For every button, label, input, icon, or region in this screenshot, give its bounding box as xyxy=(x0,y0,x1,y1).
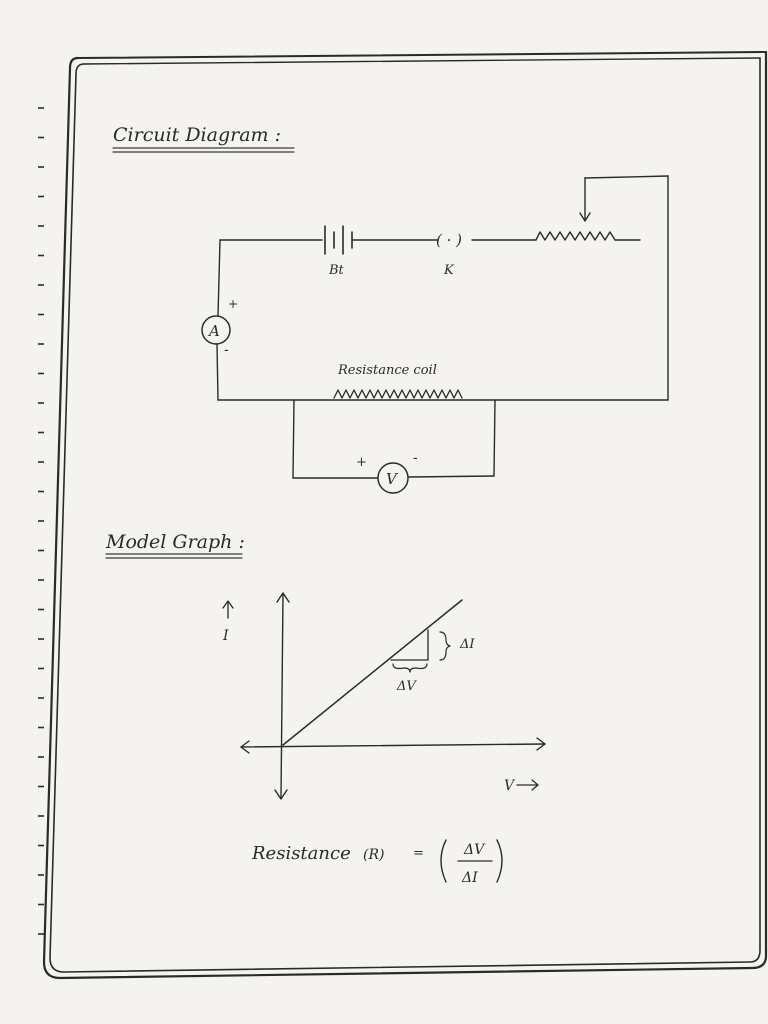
circuit-heading: Circuit Diagram : xyxy=(113,124,281,146)
voltmeter-minus: - xyxy=(413,450,418,466)
delta-v-label: ΔV xyxy=(396,679,417,694)
iv-graph: I V ΔI ΔV xyxy=(222,592,546,800)
voltmeter: V + - xyxy=(356,450,418,494)
resistance-formula: Resistance (R) = ΔV ΔI xyxy=(251,839,503,886)
circuit-diagram: Bt ( · ) K A + - Resistance coil xyxy=(201,175,669,494)
coil-label: Resistance coil xyxy=(337,363,437,378)
graph-heading: Model Graph : xyxy=(105,531,245,553)
ammeter-minus: - xyxy=(224,342,229,358)
x-axis-label-group: V xyxy=(504,778,539,794)
resistance-coil xyxy=(333,389,463,399)
x-axis-label: V xyxy=(504,778,516,794)
x-axis xyxy=(240,743,546,748)
key-label: K xyxy=(443,263,455,278)
y-axis-arrow-down xyxy=(274,789,288,800)
slope-triangle: ΔI ΔV xyxy=(390,629,475,694)
x-axis-arrow-right xyxy=(536,737,546,751)
x-axis-arrow-left xyxy=(240,740,250,754)
margin-dashes xyxy=(38,107,44,935)
key-symbol: ( · ) xyxy=(436,231,462,249)
rheostat-slider xyxy=(579,175,669,401)
formula-denominator: ΔI xyxy=(461,870,478,886)
y-axis xyxy=(280,593,284,799)
formula-lhs: Resistance xyxy=(251,843,351,864)
battery-label: Bt xyxy=(328,263,345,278)
y-axis-label-group: I xyxy=(222,600,234,644)
formula-numerator: ΔV xyxy=(463,842,486,858)
wire-left-top xyxy=(217,239,221,317)
voltmeter-symbol: V xyxy=(386,470,399,488)
rheostat-symbol xyxy=(535,231,641,241)
y-axis-label: I xyxy=(222,628,229,644)
page-border xyxy=(42,50,768,980)
formula-right-paren xyxy=(496,839,503,883)
y-axis-arrow-up xyxy=(276,592,290,603)
wire-left-bottom xyxy=(216,343,219,401)
ammeter-symbol: A xyxy=(207,322,220,340)
delta-i-label: ΔI xyxy=(459,637,475,652)
voltmeter-plus: + xyxy=(356,455,367,470)
voltmeter-branch xyxy=(292,399,496,479)
formula-symbol: (R) xyxy=(363,847,384,863)
formula-left-paren xyxy=(440,839,447,883)
iv-line xyxy=(282,599,463,746)
ammeter: A + - xyxy=(201,297,238,358)
graph-heading-group: Model Graph : xyxy=(105,531,245,559)
formula-equals: = xyxy=(413,846,424,861)
circuit-heading-group: Circuit Diagram : xyxy=(112,124,295,153)
ammeter-plus: + xyxy=(228,297,238,311)
